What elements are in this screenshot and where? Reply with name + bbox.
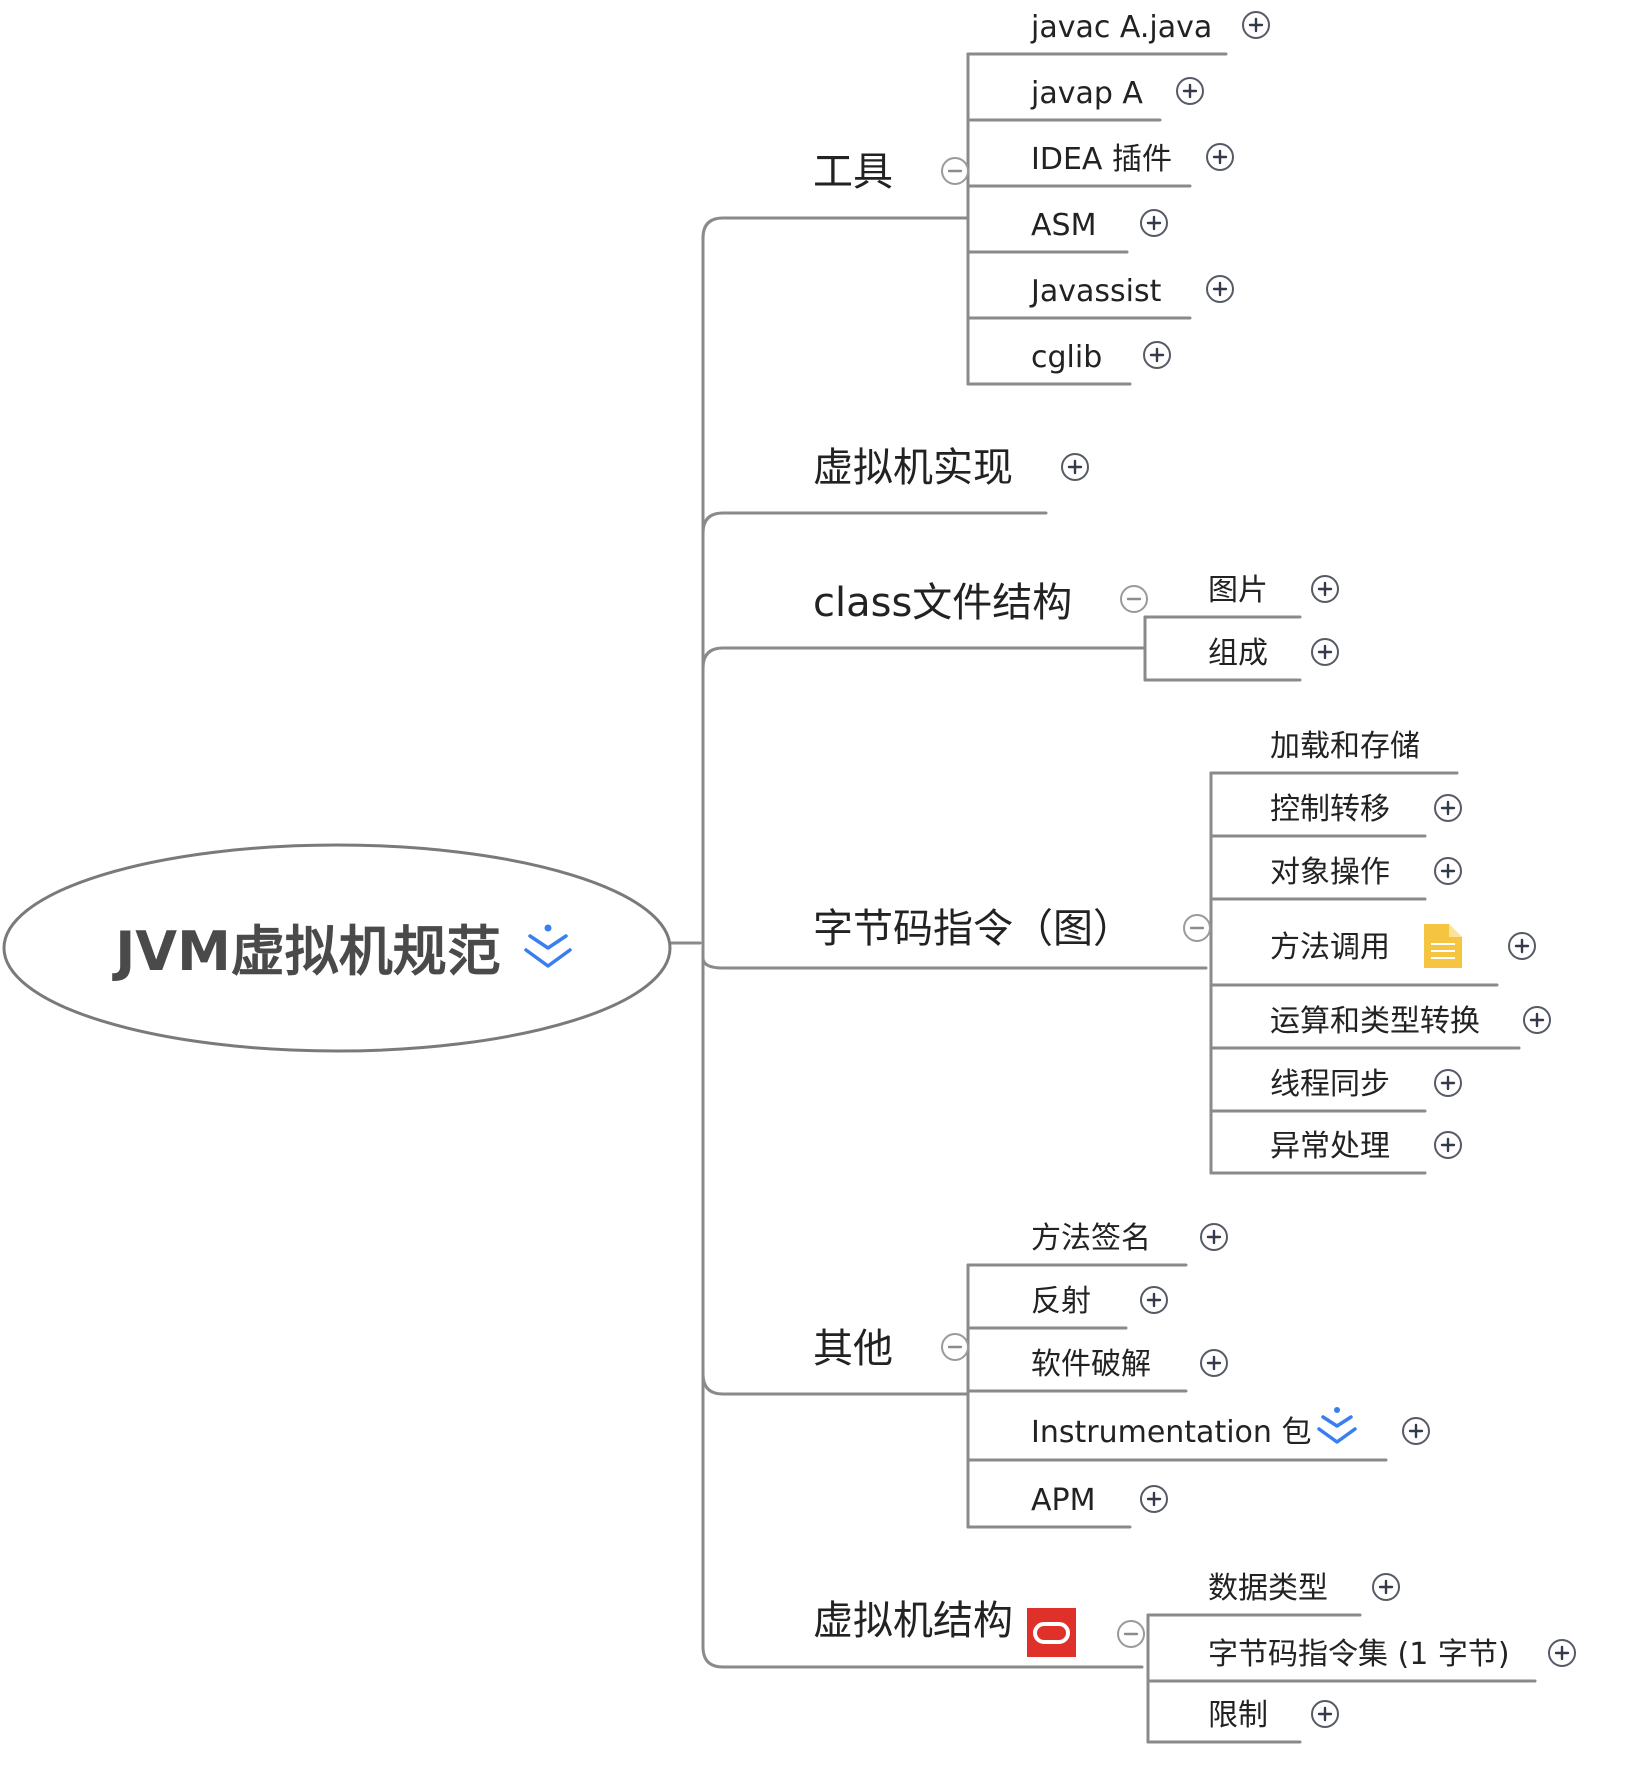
vm-structure-children: 数据类型 字节码指令集 (1 字节) 限制 — [1208, 1571, 1576, 1733]
node-instruction-set[interactable]: 字节码指令集 (1 字节) — [1208, 1637, 1510, 1672]
note-icon[interactable] — [1424, 924, 1462, 968]
branch-tools[interactable]: 工具 — [813, 149, 893, 195]
node-thread-sync[interactable]: 线程同步 — [1270, 1067, 1390, 1102]
expand-chevrons-icon[interactable] — [524, 924, 572, 968]
node-software-crack[interactable]: 软件破解 — [1031, 1347, 1151, 1382]
branch-label-bytecode: 字节码指令（图） — [813, 906, 1133, 952]
node-apm[interactable]: APM — [1031, 1483, 1096, 1518]
node-load-store[interactable]: 加载和存储 — [1270, 729, 1420, 764]
expand-toggle[interactable] — [1200, 1223, 1228, 1251]
collapse-toggle-tools[interactable] — [941, 157, 969, 185]
root-label: JVM虚拟机规范 — [111, 920, 501, 983]
expand-toggle[interactable] — [1311, 1700, 1339, 1728]
expand-chevrons-icon[interactable] — [1317, 1407, 1357, 1444]
expand-toggle[interactable] — [1508, 932, 1536, 960]
expand-toggle[interactable] — [1140, 1485, 1168, 1513]
expand-toggle[interactable] — [1402, 1417, 1430, 1445]
expand-toggle[interactable] — [1434, 794, 1462, 822]
node-javassist[interactable]: Javassist — [1029, 274, 1162, 309]
node-image[interactable]: 图片 — [1208, 573, 1268, 608]
branch-bytecode[interactable]: 字节码指令（图） — [813, 906, 1133, 952]
node-limits[interactable]: 限制 — [1208, 1698, 1268, 1733]
node-asm[interactable]: ASM — [1031, 208, 1096, 243]
expand-toggle[interactable] — [1140, 1286, 1168, 1314]
expand-toggle[interactable] — [1548, 1639, 1576, 1667]
node-cglib[interactable]: cglib — [1031, 340, 1102, 375]
expand-toggle[interactable] — [1434, 1131, 1462, 1159]
other-children: 方法签名 反射 软件破解 Instrumentation 包 APM — [1031, 1221, 1430, 1518]
expand-toggle[interactable] — [1434, 1069, 1462, 1097]
branch-label-vm-impl: 虚拟机实现 — [813, 445, 1013, 491]
branch-label-class-file: class文件结构 — [813, 580, 1072, 626]
bytecode-children: 加载和存储 控制转移 对象操作 方法调用 运算和类型转换 线程同步 异常处理 — [1270, 729, 1551, 1164]
expand-toggle[interactable] — [1242, 11, 1270, 39]
node-instrumentation[interactable]: Instrumentation 包 — [1031, 1415, 1311, 1450]
branch-vm-structure[interactable]: 虚拟机结构 — [813, 1598, 1076, 1657]
branch-label-vm-structure: 虚拟机结构 — [813, 1598, 1013, 1644]
collapse-toggle-class-file[interactable] — [1120, 585, 1148, 613]
node-arith-convert[interactable]: 运算和类型转换 — [1270, 1004, 1480, 1039]
expand-toggle[interactable] — [1311, 638, 1339, 666]
node-object-ops[interactable]: 对象操作 — [1270, 855, 1390, 890]
class-file-children: 图片 组成 — [1208, 573, 1339, 671]
collapse-toggle-other[interactable] — [941, 1333, 969, 1361]
node-method-invoke[interactable]: 方法调用 — [1270, 930, 1390, 965]
expand-toggle[interactable] — [1372, 1573, 1400, 1601]
node-javac[interactable]: javac A.java — [1030, 10, 1212, 45]
expand-toggle[interactable] — [1206, 143, 1234, 171]
expand-toggle[interactable] — [1311, 575, 1339, 603]
collapse-toggle-bytecode[interactable] — [1183, 914, 1211, 942]
expand-toggle[interactable] — [1523, 1006, 1551, 1034]
node-method-signature[interactable]: 方法签名 — [1031, 1221, 1151, 1256]
branch-other[interactable]: 其他 — [813, 1326, 893, 1372]
node-reflection[interactable]: 反射 — [1031, 1284, 1091, 1319]
tools-children: javac A.java javap A IDEA 插件 ASM Javassi… — [1029, 10, 1270, 375]
expand-toggle[interactable] — [1140, 209, 1168, 237]
collapse-toggle-vm-structure[interactable] — [1117, 1620, 1145, 1648]
expand-toggle[interactable] — [1200, 1349, 1228, 1377]
branch-label-tools: 工具 — [813, 149, 893, 195]
expand-toggle[interactable] — [1434, 857, 1462, 885]
expand-toggle[interactable] — [1143, 341, 1171, 369]
node-control-transfer[interactable]: 控制转移 — [1270, 792, 1390, 827]
node-composition[interactable]: 组成 — [1208, 636, 1268, 671]
branch-label-other: 其他 — [813, 1326, 893, 1372]
expand-toggle-vm-impl[interactable] — [1061, 453, 1089, 481]
root-node[interactable]: JVM虚拟机规范 — [2, 843, 672, 1053]
node-data-types[interactable]: 数据类型 — [1208, 1571, 1328, 1606]
expand-toggle[interactable] — [1206, 275, 1234, 303]
branch-vm-impl[interactable]: 虚拟机实现 — [813, 445, 1013, 491]
node-idea-plugin[interactable]: IDEA 插件 — [1031, 142, 1172, 177]
node-exception[interactable]: 异常处理 — [1270, 1129, 1390, 1164]
expand-toggle[interactable] — [1176, 77, 1204, 105]
branch-class-file[interactable]: class文件结构 — [813, 580, 1072, 626]
node-javap[interactable]: javap A — [1030, 76, 1143, 111]
connector-lines — [668, 52, 1537, 1744]
oracle-logo-icon — [1027, 1608, 1076, 1657]
